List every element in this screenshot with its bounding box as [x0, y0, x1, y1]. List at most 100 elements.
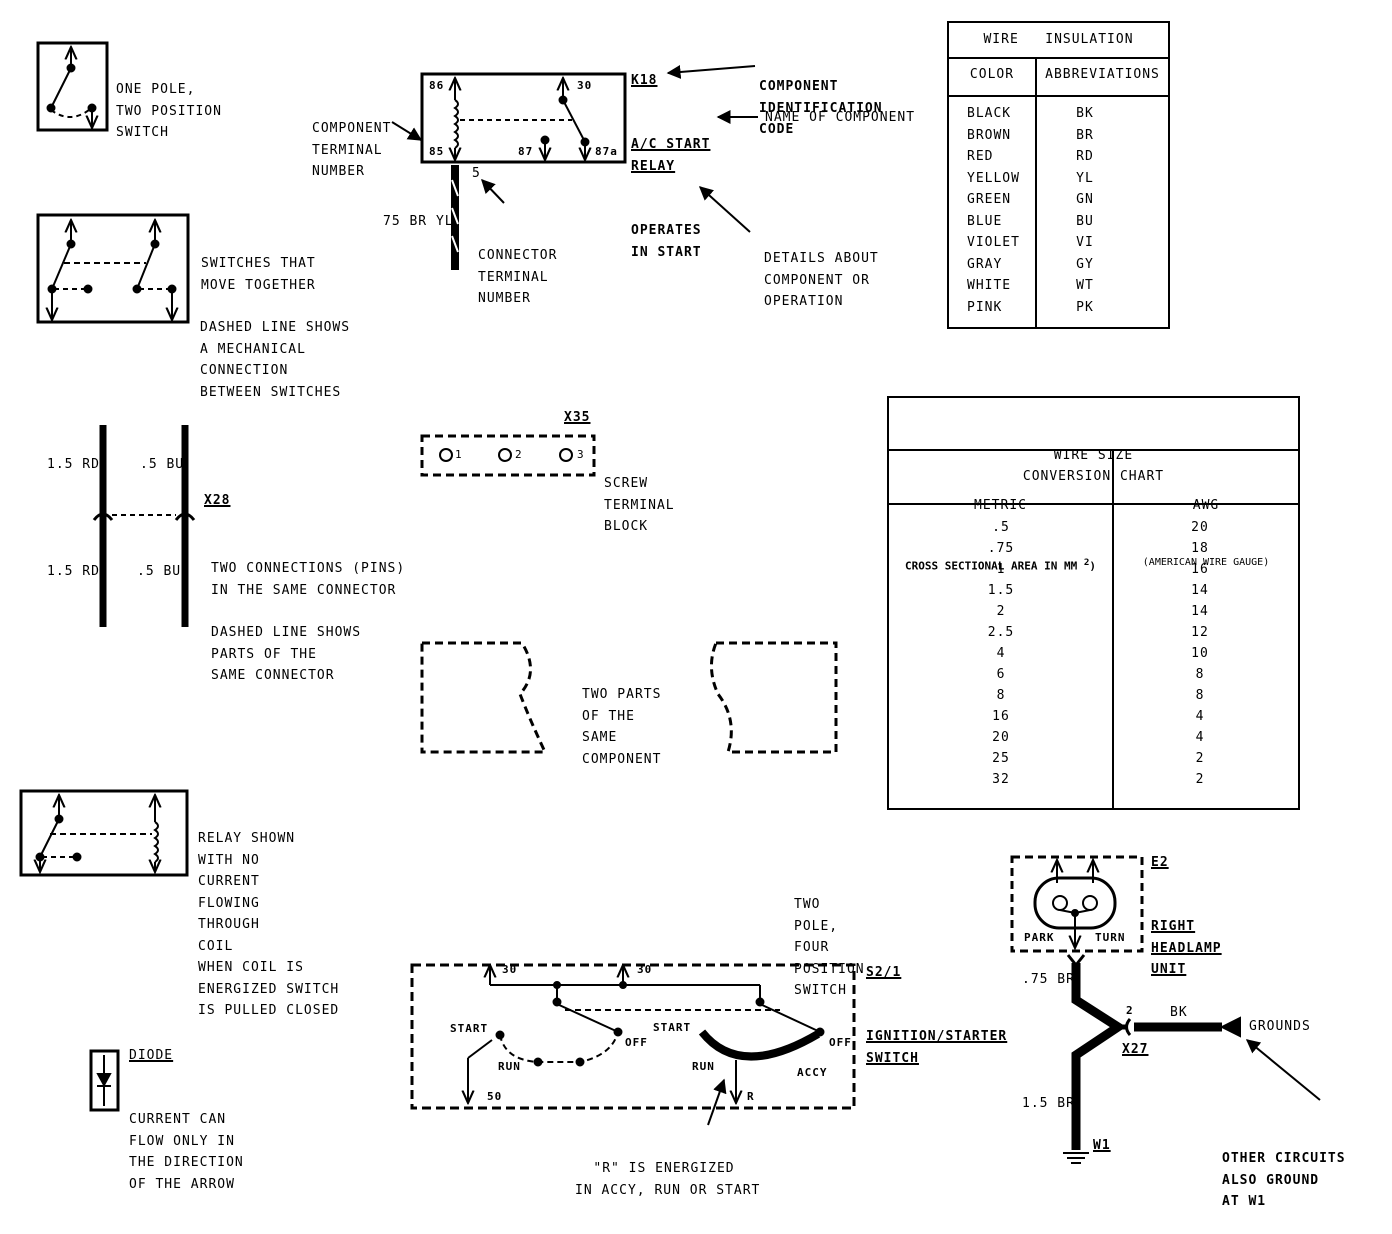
metric-size-cell: 2: [996, 604, 1006, 619]
headlamp-symbol: [1010, 855, 1144, 953]
metric-size-cell: 1: [996, 562, 1006, 577]
diagram-graphics: [19, 41, 1321, 1164]
insulation-color-cell: GRAY: [967, 256, 1003, 272]
metric-size-cell: .5: [992, 520, 1010, 535]
metric-size-cell: 6: [996, 667, 1006, 682]
insulation-abbr-cell: PK: [1076, 299, 1094, 315]
k18-terminal-87a: 87a: [595, 145, 618, 158]
metric-size-cell: .75: [987, 541, 1015, 556]
awg-size-cell: 20: [1191, 520, 1209, 535]
metric-size-cell: 8: [996, 688, 1006, 703]
insulation-color-cell: BLACK: [967, 106, 1012, 121]
metric-size-cell: 4: [996, 646, 1006, 661]
x28-wire-right-bottom: .5 BU: [137, 564, 182, 579]
headlamp-park: PARK: [1024, 931, 1055, 944]
ign-terminal-30b: 30: [637, 963, 653, 976]
insulation-abbr-cell: GN: [1076, 192, 1094, 207]
insulation-table-lines: [947, 21, 1170, 329]
awg-size-cell: 18: [1191, 541, 1209, 556]
awg-size-cell: 16: [1191, 562, 1209, 577]
insulation-color-cell: BLUE: [967, 213, 1003, 229]
awg-header: AWG (AMERICAN WIRE GAUGE): [1142, 498, 1270, 568]
insulation-abbr-cell: WT: [1076, 278, 1094, 293]
diode-title: DIODE: [129, 1048, 174, 1063]
k18-terminal-87: 87: [518, 145, 534, 158]
insulation-color-cell: WHITE: [967, 278, 1012, 293]
headlamp-code: E2: [1151, 855, 1169, 870]
awg-size-cell: 4: [1195, 709, 1205, 724]
x35-block-symbol: [420, 434, 596, 477]
metric-size-cell: 25: [992, 751, 1010, 766]
awg-size-cell: 2: [1195, 772, 1205, 787]
ign-terminal-30a: 30: [502, 963, 518, 976]
metric-size-cell: 16: [992, 709, 1010, 724]
metric-size-cell: 20: [992, 730, 1010, 745]
insulation-color-cell: RED: [967, 149, 994, 164]
one-pole-switch-symbol: [36, 41, 109, 132]
x35-pin-2: 2: [515, 448, 523, 461]
awg-size-cell: 14: [1191, 583, 1209, 598]
diode-symbol: [89, 1049, 120, 1112]
awg-size-cell: 8: [1195, 667, 1205, 682]
metric-size-cell: 32: [992, 772, 1010, 787]
insulation-header-color: COLOR: [969, 67, 1015, 82]
insulation-abbr-cell: RD: [1076, 149, 1094, 164]
headlamp-turn: TURN: [1095, 931, 1126, 944]
awg-size-cell: 8: [1195, 688, 1205, 703]
awg-size-cell: 12: [1191, 625, 1209, 640]
two-parts-symbol: [420, 641, 838, 754]
awg-size-cell: 14: [1191, 604, 1209, 619]
k18-code: K18: [631, 73, 658, 88]
insulation-abbr-cell: BU: [1076, 213, 1094, 229]
k18-terminal-86: 86: [429, 79, 445, 92]
grounds-label: GROUNDS: [1249, 1019, 1311, 1034]
insulation-abbr-cell: YL: [1076, 170, 1094, 186]
name-of-component-label: NAME OF COMPONENT: [765, 110, 916, 125]
splice-id: X27: [1122, 1042, 1149, 1057]
k18-connector-terminal: 5: [472, 166, 481, 181]
ignition-switch-symbol: [410, 963, 856, 1126]
awg-size-cell: 2: [1195, 751, 1205, 766]
ganged-switch-symbol: [36, 213, 190, 324]
ign-run-2: RUN: [692, 1060, 715, 1073]
insulation-color-cell: VIOLET: [967, 235, 1020, 250]
x35-pin-3: 3: [577, 448, 585, 461]
insulation-color-cell: BROWN: [967, 127, 1012, 143]
ign-off-2: OFF: [829, 1036, 852, 1049]
ign-terminal-r: R: [747, 1090, 755, 1103]
x28-id: X28: [204, 493, 231, 508]
k18-terminal-85: 85: [429, 145, 445, 158]
wire-top-label: .75 BR: [1022, 972, 1075, 987]
relay-legend-symbol: [19, 789, 189, 877]
wire-bottom-label: 1.5 BR: [1022, 1096, 1075, 1111]
insulation-title: WIRE INSULATION: [983, 32, 1134, 47]
x35-pin-1: 1: [455, 448, 463, 461]
ground-id: W1: [1093, 1138, 1111, 1153]
insulation-abbr-cell: GY: [1076, 256, 1094, 272]
ign-terminal-50: 50: [487, 1090, 503, 1103]
awg-size-cell: 4: [1195, 730, 1205, 745]
awg-size-cell: 10: [1191, 646, 1209, 661]
ign-code: S2/1: [866, 965, 902, 980]
insulation-color-cell: PINK: [967, 299, 1003, 315]
x28-wire-left-top: 1.5 RD: [47, 457, 100, 472]
metric-size-cell: 1.5: [987, 583, 1015, 598]
size-chart-lines: [887, 396, 1300, 810]
ign-run-1: RUN: [498, 1060, 521, 1073]
